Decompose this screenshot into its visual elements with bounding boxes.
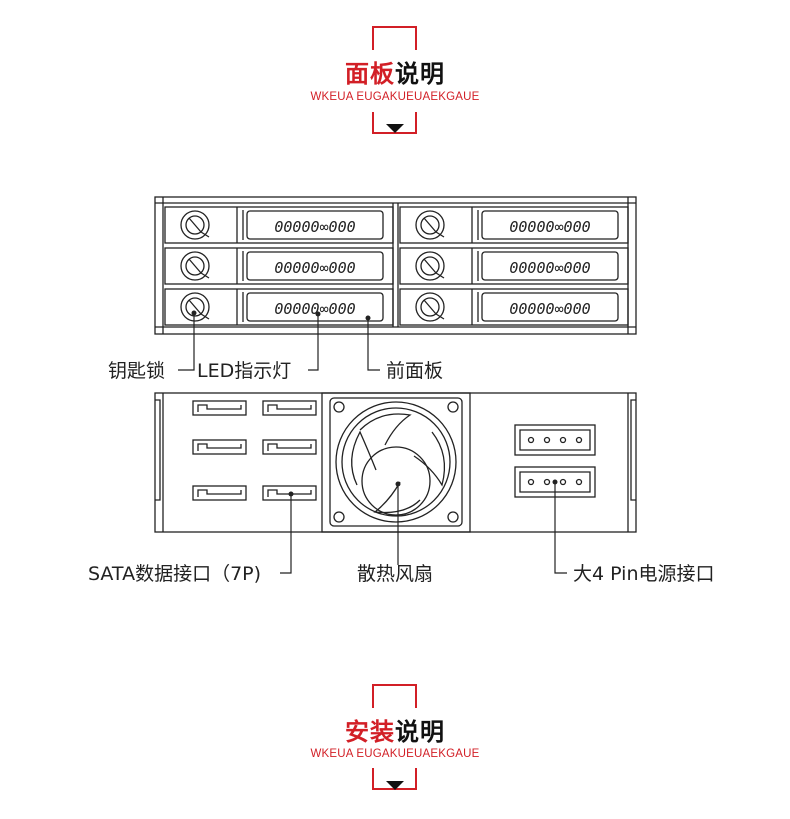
drive-bay: 00000∞000 (399, 247, 629, 285)
drive-bay: 00000∞000 (164, 206, 394, 244)
drive-slot-label: 00000∞000 (274, 259, 355, 277)
sata-port-icon (192, 400, 247, 416)
sata-port-icon (192, 485, 247, 501)
section1-subtitle: WKEUA EUGAKUEUAEKGAUE (310, 91, 480, 103)
key-lock-icon (415, 210, 445, 240)
key-lock-icon (180, 251, 210, 281)
sata-port-icon (262, 485, 317, 501)
drive-slot-label: 00000∞000 (274, 218, 355, 236)
section1-title: 面板说明 (0, 54, 790, 89)
drive-bay: 00000∞000 (164, 247, 394, 285)
leader-key-lock (178, 313, 195, 371)
title-frame-bottom (372, 112, 417, 134)
down-arrow-icon-2 (386, 781, 404, 790)
drive-slot-label: 00000∞000 (274, 300, 355, 318)
section1-title-black: 说明 (395, 60, 445, 88)
key-lock-icon (415, 251, 445, 281)
drive-bay: 00000∞000 (399, 206, 629, 244)
label-front-panel: 前面板 (386, 360, 443, 382)
label-power: 大4 Pin电源接口 (573, 563, 715, 585)
section2-title: 安装说明 (0, 712, 790, 747)
drive-bay: 00000∞000 (399, 288, 629, 326)
key-lock-icon (180, 210, 210, 240)
key-lock-icon (180, 292, 210, 322)
leader-sata (280, 494, 292, 574)
leader-power (554, 482, 567, 574)
sata-port-icon (262, 400, 317, 416)
drive-slot-label: 00000∞000 (509, 300, 590, 318)
drive-bay: 00000∞000 (164, 288, 394, 326)
section2-title-red: 安装 (345, 718, 395, 746)
label-led: LED指示灯 (197, 360, 291, 382)
label-key-lock: 钥匙锁 (108, 360, 165, 382)
down-arrow-icon (386, 124, 404, 133)
power-connector-top (514, 424, 596, 456)
rear-panel (154, 392, 637, 533)
sata-port-icon (192, 439, 247, 455)
power-connector-bottom (514, 466, 596, 498)
label-fan: 散热风扇 (357, 563, 433, 585)
drive-slot-label: 00000∞000 (509, 259, 590, 277)
sata-port-icon (262, 439, 317, 455)
section1-title-red: 面板 (345, 60, 395, 88)
leader-led (308, 314, 319, 371)
key-lock-icon (415, 292, 445, 322)
title-frame-top-2 (372, 684, 417, 708)
label-sata: SATA数据接口（7P) (88, 563, 261, 585)
drive-slot-label: 00000∞000 (509, 218, 590, 236)
leader-front-panel (367, 318, 380, 371)
section2-title-black: 说明 (395, 718, 445, 746)
leader-lines (178, 313, 567, 574)
title-frame-top (372, 26, 417, 50)
section2-subtitle: WKEUA EUGAKUEUAEKGAUE (310, 748, 480, 760)
